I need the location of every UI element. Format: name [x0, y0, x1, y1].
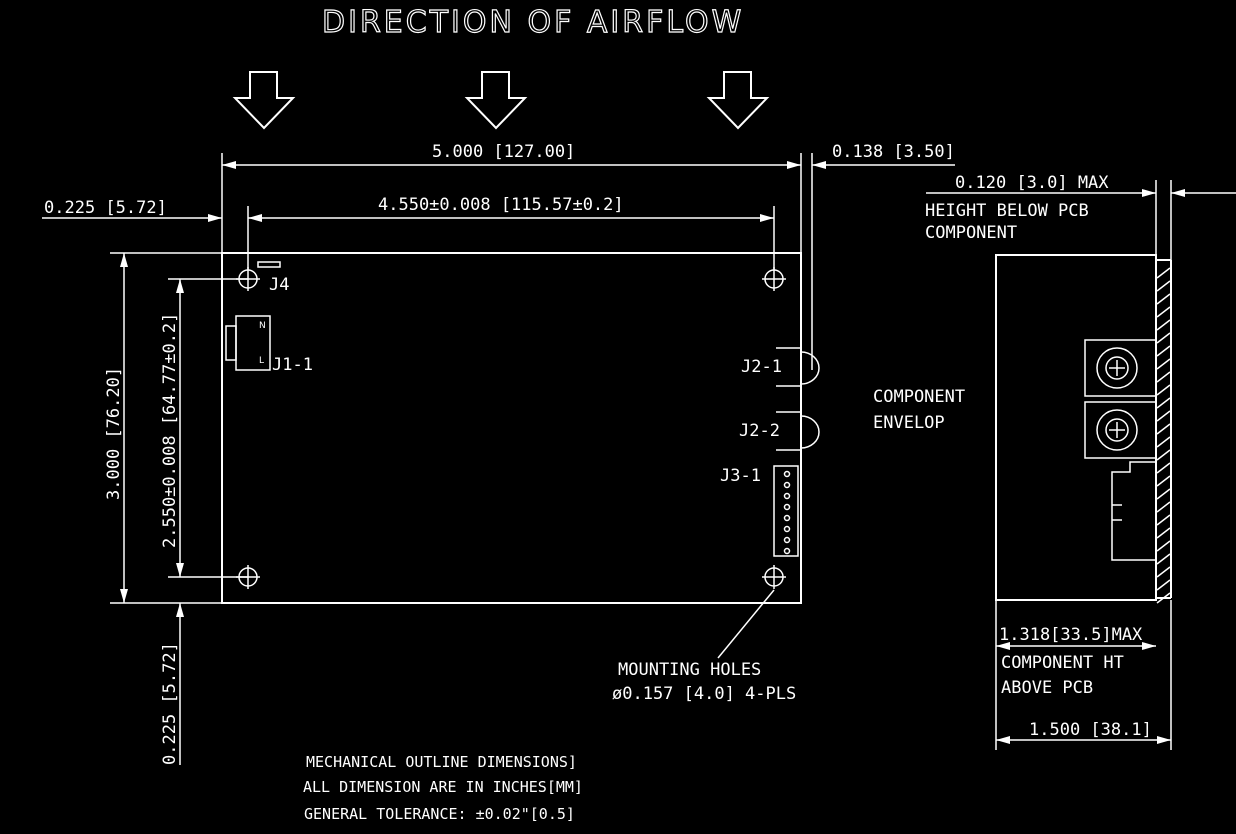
airflow-arrow-left — [232, 71, 296, 130]
hatch-line — [1156, 488, 1171, 500]
airflow-title: DIRECTION OF AIRFLOW — [322, 5, 744, 40]
hatch-line — [1156, 514, 1171, 526]
height-below-value: 0.120 [3.0] MAX — [955, 173, 1109, 193]
hatch-line — [1156, 319, 1171, 331]
hatch-line — [1156, 358, 1171, 370]
hatch-line — [1156, 449, 1171, 461]
pcb-outline — [221, 252, 802, 604]
hatch-line — [1156, 592, 1171, 604]
component-height-dimension — [995, 600, 1172, 750]
hatch-line — [1156, 293, 1171, 305]
overall-width-dimension — [110, 252, 222, 604]
pcb-hatching — [1156, 267, 1171, 604]
mounting-hole-bottom-right — [762, 565, 786, 589]
envelope-label-line1: COMPONENT — [873, 387, 965, 407]
total-height-dimension — [996, 736, 1171, 744]
mounting-leader-line — [717, 589, 775, 659]
hatch-line — [1156, 280, 1171, 292]
hole-spacing-y-dimension — [168, 278, 248, 578]
height-below-label-2: COMPONENT — [925, 223, 1017, 243]
j1-pin-l: L — [259, 356, 264, 366]
j2-1-connector — [776, 347, 820, 387]
note-line-2: ALL DIMENSION ARE IN INCHES[MM] — [303, 778, 583, 796]
hatch-line — [1156, 462, 1171, 474]
j2-2-label: J2-2 — [739, 421, 780, 441]
overall-length-label: 5.000 [127.00] — [432, 142, 575, 162]
mounting-hole-top-right — [762, 267, 786, 291]
left-offset-dimension — [42, 214, 222, 222]
hatch-line — [1156, 267, 1171, 279]
hatch-line — [1156, 332, 1171, 344]
hole-spacing-x-dimension — [247, 206, 775, 270]
j1-label: J1-1 — [272, 355, 313, 375]
hatch-line — [1156, 527, 1171, 539]
hatch-line — [1156, 566, 1171, 578]
envelope-label-line2: ENVELOP — [873, 413, 945, 433]
hatch-line — [1156, 501, 1171, 513]
j1-pin-n: N — [259, 321, 266, 331]
right-offset-dimension — [811, 153, 955, 370]
hatch-line — [1156, 371, 1171, 383]
side-connector — [1111, 461, 1156, 561]
hatch-line — [1156, 410, 1171, 422]
mounting-label-line1: MOUNTING HOLES — [618, 660, 761, 680]
mounting-label-line2: ø0.157 [4.0] 4-PLS — [612, 684, 796, 704]
hatch-line — [1156, 553, 1171, 565]
j4-label: J4 — [269, 275, 289, 295]
hole-spacing-x-label: 4.550±0.008 [115.57±0.2] — [378, 195, 624, 215]
j3-label: J3-1 — [720, 466, 761, 486]
mounting-hole-bottom-left — [236, 565, 260, 589]
bottom-offset-label: 0.225 [5.72] — [160, 642, 180, 765]
j1-connector — [225, 315, 271, 371]
note-line-3: GENERAL TOLERANCE: ±0.02"[0.5] — [304, 805, 575, 823]
left-offset-label: 0.225 [5.72] — [44, 198, 167, 218]
hatch-line — [1156, 423, 1171, 435]
height-below-label-1: HEIGHT BELOW PCB — [925, 201, 1089, 221]
hatch-line — [1156, 345, 1171, 357]
overall-width-label: 3.000 [76.20] — [104, 367, 124, 500]
terminal-block-top — [1084, 339, 1157, 397]
bottom-offset-dimension — [176, 603, 184, 765]
airflow-arrow-center — [464, 71, 528, 130]
component-ht-label-2: ABOVE PCB — [1001, 678, 1093, 698]
j2-1-label: J2-1 — [741, 357, 782, 377]
hatch-line — [1156, 579, 1171, 591]
hatch-line — [1156, 436, 1171, 448]
hatch-line — [1156, 306, 1171, 318]
j4-connector — [257, 261, 281, 268]
right-offset-label: 0.138 [3.50] — [832, 142, 955, 162]
hatch-line — [1156, 397, 1171, 409]
side-view-pcb — [1155, 255, 1172, 600]
hatch-line — [1156, 540, 1171, 552]
j2-2-connector — [776, 411, 820, 451]
hatch-line — [1156, 384, 1171, 396]
mounting-hole-top-left — [236, 267, 260, 291]
side-view-envelope — [995, 254, 1157, 601]
j3-connector — [773, 465, 799, 557]
total-height-label: 1.500 [38.1] — [1029, 720, 1152, 740]
component-ht-label-1: COMPONENT HT — [1001, 653, 1124, 673]
note-line-1: MECHANICAL OUTLINE DIMENSIONS] — [306, 753, 577, 771]
airflow-arrow-right — [706, 71, 770, 130]
hatch-line — [1156, 475, 1171, 487]
height-below-dimension — [926, 180, 1236, 260]
terminal-block-bottom — [1084, 401, 1157, 459]
hole-spacing-y-label: 2.550±0.008 [64.77±0.2] — [160, 313, 180, 548]
component-ht-value: 1.318[33.5]MAX — [999, 625, 1143, 645]
overall-length-dimension — [221, 153, 802, 253]
